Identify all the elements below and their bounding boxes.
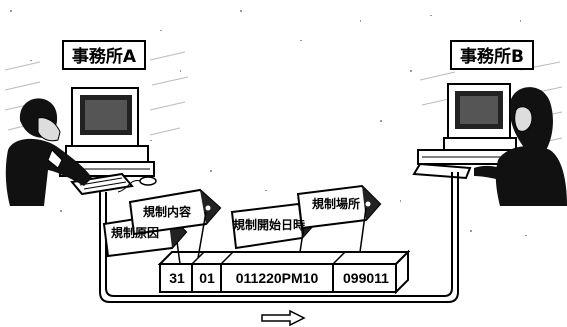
data-cell: 31 xyxy=(169,270,185,286)
data-cell: 099011 xyxy=(343,270,389,286)
right-arrow-icon xyxy=(261,309,306,327)
tag-start-label: 規制開始日時 xyxy=(233,218,306,232)
person-icon-b xyxy=(474,87,567,206)
tag-content-label: 規制内容 xyxy=(142,205,191,219)
office-a-label: 事務所A xyxy=(62,40,146,70)
person-icon-a xyxy=(5,98,93,206)
tag-place-label: 規制場所 xyxy=(311,197,360,211)
data-block xyxy=(157,249,411,295)
office-b-label: 事務所B xyxy=(450,40,534,70)
wall-texture-right xyxy=(419,61,563,146)
tag-cause-label: 規制原因 xyxy=(110,226,159,240)
computer-icon-a xyxy=(59,87,157,196)
transmission-line xyxy=(99,172,459,303)
office-a-scene xyxy=(5,87,157,206)
office-b-scene xyxy=(412,83,567,206)
data-cell: 011220PM10 xyxy=(235,270,319,286)
tag-place xyxy=(296,184,382,253)
tag-content xyxy=(128,188,222,259)
data-cell: 01 xyxy=(199,270,215,286)
